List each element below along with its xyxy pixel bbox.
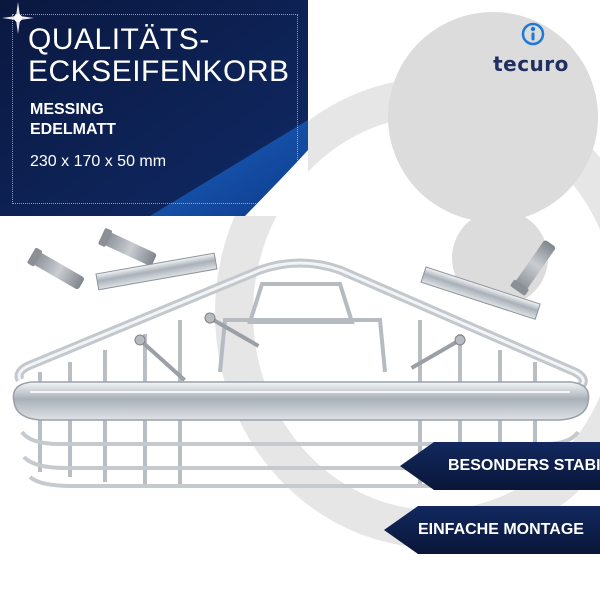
info-panel-frame [12,14,298,204]
arrow-left-icon [384,506,600,554]
dimensions-text: 230 x 170 x 50 mm [30,153,167,170]
corner-soap-basket-illustration [12,228,590,488]
mounting-rail-left [95,252,218,291]
feature-label-stabil: BESONDERS STABIL [448,457,600,474]
screw-1 [134,334,186,382]
wall-plug-1 [27,247,84,290]
info-panel-background [0,0,308,216]
feature-badge-montage: EINFACHE MONTAGE [384,506,600,554]
material-line1: MESSING [30,101,104,118]
product-title-line1: QUALITÄTS- [28,23,210,56]
screw-2 [204,312,260,348]
brand-logo: tecuro [476,22,586,76]
material-text: MESSING EDELMATT [30,100,116,140]
wall-plug-2 [98,228,157,266]
product-title: QUALITÄTS- ECKSEIFENKORB [28,24,290,88]
feature-badge-stabil: BESONDERS STABIL [400,442,600,490]
brand-name: tecuro [493,52,569,76]
arrow-left-icon [400,442,600,490]
material-line2: EDELMATT [30,121,116,138]
tecuro-logo-icon [521,22,545,46]
wall-plug-3 [510,240,556,296]
screw-3 [410,334,466,370]
product-title-line2: ECKSEIFENKORB [28,55,290,88]
mounting-rail-right [420,266,541,320]
sparkle-icon [2,2,34,34]
info-panel: QUALITÄTS- ECKSEIFENKORB MESSING EDELMAT… [0,0,308,216]
feature-label-montage: EINFACHE MONTAGE [418,521,584,538]
watermark-circle-large [388,12,598,222]
